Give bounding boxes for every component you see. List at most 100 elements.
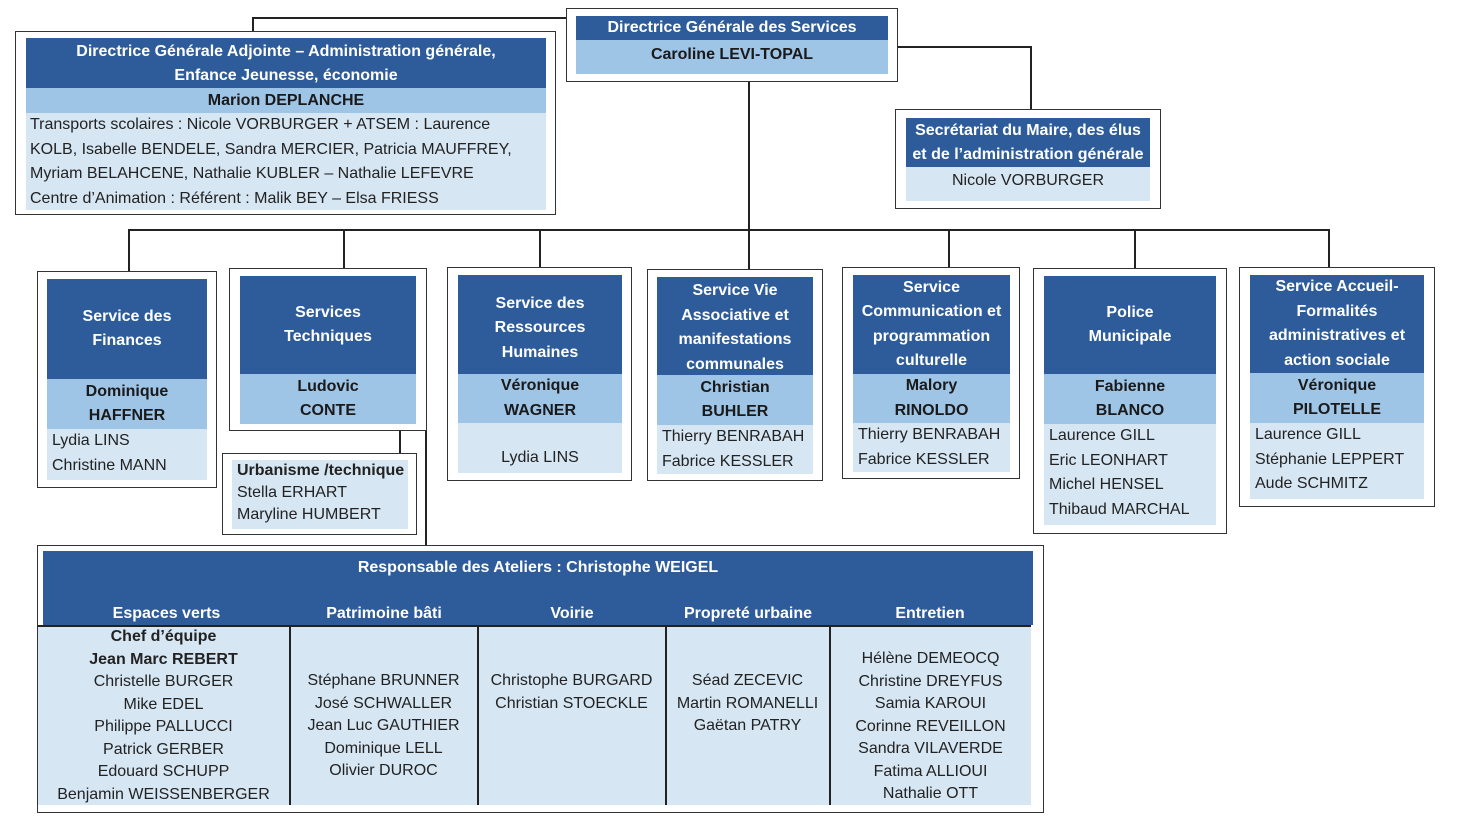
dga-detail-line: Transports scolaires : Nicole VORBURGER …	[30, 116, 491, 133]
service-rh-head: Véronique WAGNER	[458, 374, 622, 423]
service-vie-associative-staff: Thierry BENRABAH Fabrice KESSLER	[657, 425, 813, 474]
service-police-staff: Laurence GILL Eric LEONHART Michel HENSE…	[1044, 424, 1216, 525]
dga-title: Directrice Générale Adjointe – Administr…	[26, 38, 546, 88]
line-tech-urbanisme	[399, 430, 401, 454]
staff-name: Lydia LINS	[52, 432, 130, 449]
ateliers-divider	[477, 625, 479, 805]
secretariat-box: Secrétariat du Maire, des élus et de l’a…	[895, 109, 1161, 209]
staff-name: Samia KAROUI	[874, 695, 987, 712]
service-communication-title: Service Communication et programmation c…	[853, 275, 1010, 374]
ateliers-divider	[289, 625, 291, 805]
secretariat-name: Nicole VORBURGER	[906, 167, 1150, 201]
staff-name: Hélène DEMEOCQ	[861, 650, 1000, 667]
service-accueil-head: Véronique PILOTELLE	[1250, 373, 1424, 423]
service-title-line: Humaines	[501, 343, 579, 361]
dgs-box: Directrice Générale des Services Carolin…	[566, 8, 898, 82]
ateliers-col-title-patrimoine: Patrimoine bâti	[326, 605, 442, 622]
ateliers-col-patrimoine: Stéphane BRUNNER José SCHWALLER Jean Luc…	[290, 670, 477, 783]
line-tech-ateliers	[425, 430, 427, 546]
service-title-line: Municipale	[1088, 328, 1172, 345]
ateliers-col-title-voirie: Voirie	[550, 605, 594, 622]
ateliers-col-title-espaces-verts: Espaces verts	[112, 605, 221, 622]
staff-name: Benjamin WEISSENBERGER	[57, 785, 270, 803]
staff-name: Nathalie OTT	[882, 785, 979, 802]
service-finances-box: Service des Finances Dominique HAFFNER L…	[37, 271, 217, 488]
service-vie-associative-title: Service Vie Associative et manifestation…	[657, 277, 813, 375]
service-title-line: administratives et	[1268, 327, 1406, 344]
staff-name: Mike EDEL	[123, 695, 204, 713]
service-rh-title: Service des Ressources Humaines	[458, 275, 622, 374]
line-services-bus	[128, 229, 1330, 231]
service-rh-staff: Lydia LINS	[458, 423, 622, 473]
dga-details: Transports scolaires : Nicole VORBURGER …	[26, 113, 546, 210]
secretariat-title: Secrétariat du Maire, des élus et de l’a…	[906, 118, 1150, 167]
urbanisme-box: Urbanisme /technique Stella ERHART Maryl…	[222, 453, 417, 535]
service-title-line: Formalités	[1296, 302, 1378, 320]
service-title-line: communales	[686, 355, 784, 373]
staff-name: Gaëtan PATRY	[693, 717, 802, 734]
service-communication-box: Service Communication et programmation c…	[842, 267, 1020, 479]
staff-name: Christine MANN	[52, 456, 167, 474]
service-title-line: Communication et	[861, 303, 1002, 320]
line-drop-techniques	[343, 229, 345, 270]
service-head-line: Malory	[905, 377, 958, 394]
chef-equipe-label: Chef d’équipe	[110, 628, 217, 645]
service-head-line: PILOTELLE	[1293, 401, 1381, 418]
line-secretariat-v	[1030, 46, 1032, 110]
service-police-head: Fabienne BLANCO	[1044, 374, 1216, 424]
line-secretariat-h	[897, 46, 1031, 48]
ateliers-divider	[829, 625, 831, 805]
ateliers-header: Responsable des Ateliers : Christophe WE…	[43, 551, 1033, 625]
staff-name: Thibaud MARCHAL	[1049, 500, 1190, 518]
service-head-line: Véronique	[500, 377, 580, 394]
service-communication-head: Malory RINOLDO	[853, 374, 1010, 423]
service-accueil-box: Service Accueil- Formalités administrati…	[1239, 267, 1435, 507]
secretariat-title-line1: Secrétariat du Maire, des élus	[915, 122, 1141, 139]
service-police-box: Police Municipale Fabienne BLANCO Lauren…	[1033, 268, 1227, 534]
service-communication-staff: Thierry BENRABAH Fabrice KESSLER	[853, 423, 1010, 472]
staff-name: Olivier DUROC	[329, 762, 438, 779]
chef-equipe-name: Jean Marc REBERT	[89, 650, 238, 668]
line-drop-rh	[539, 229, 541, 269]
staff-name: Thierry BENRABAH	[662, 428, 805, 445]
service-techniques-head: Ludovic CONTE	[240, 374, 416, 424]
service-head-line: Dominique	[85, 382, 169, 400]
service-accueil-title: Service Accueil- Formalités administrati…	[1250, 275, 1424, 373]
dgs-name: Caroline LEVI-TOPAL	[576, 40, 888, 74]
dga-detail-line: Myriam BELAHCENE, Nathalie KUBLER – Nath…	[30, 165, 474, 182]
staff-name: Laurence GILL	[1255, 426, 1361, 443]
staff-name: Stella ERHART	[237, 484, 347, 501]
service-head-line: Véronique	[1297, 376, 1377, 394]
staff-name: Michel HENSEL	[1049, 476, 1164, 493]
ateliers-col-voirie: Christophe BURGARD Christian STOECKLE	[478, 670, 665, 715]
staff-name: Corinne REVEILLON	[855, 717, 1006, 735]
line-drop-communication	[948, 229, 950, 269]
dga-name: Marion DEPLANCHE	[26, 88, 546, 113]
staff-name: Lydia LINS	[501, 448, 579, 466]
urbanisme-content: Urbanisme /technique Stella ERHART Maryl…	[232, 460, 408, 529]
ateliers-col-entretien: Hélène DEMEOCQ Christine DREYFUS Samia K…	[830, 648, 1031, 806]
staff-name: Séad ZECEVIC	[691, 672, 804, 689]
service-vie-associative-head: Christian BUHLER	[657, 375, 813, 425]
dga-title-line1: Directrice Générale Adjointe – Administr…	[76, 43, 496, 60]
service-finances-head: Dominique HAFFNER	[47, 379, 207, 429]
ateliers-title: Responsable des Ateliers : Christophe WE…	[357, 559, 719, 576]
service-title-line: Police	[1106, 303, 1154, 321]
service-finances-staff: Lydia LINS Christine MANN	[47, 429, 207, 480]
staff-name: Edouard SCHUPP	[97, 763, 230, 780]
staff-name: Laurence GILL	[1049, 427, 1155, 444]
service-head-line: Christian	[700, 378, 770, 396]
service-title-line: culturelle	[895, 352, 968, 369]
service-finances-title: Service des Finances	[47, 279, 207, 379]
service-head-line: HAFFNER	[88, 407, 166, 424]
service-title-line: Service Accueil-	[1275, 278, 1399, 295]
line-dgs-trunk	[748, 82, 750, 270]
service-head-line: BLANCO	[1095, 402, 1165, 419]
staff-name: Maryline HUMBERT	[237, 506, 381, 523]
staff-name: Dominique LELL	[324, 739, 443, 757]
staff-name: Stéphanie LEPPERT	[1255, 450, 1405, 468]
staff-name: Jean Luc GAUTHIER	[307, 717, 460, 734]
line-drop-finances	[128, 229, 130, 272]
dga-title-line2: Enfance Jeunesse, économie	[174, 67, 398, 84]
staff-name: Fabrice KESSLER	[858, 450, 990, 468]
